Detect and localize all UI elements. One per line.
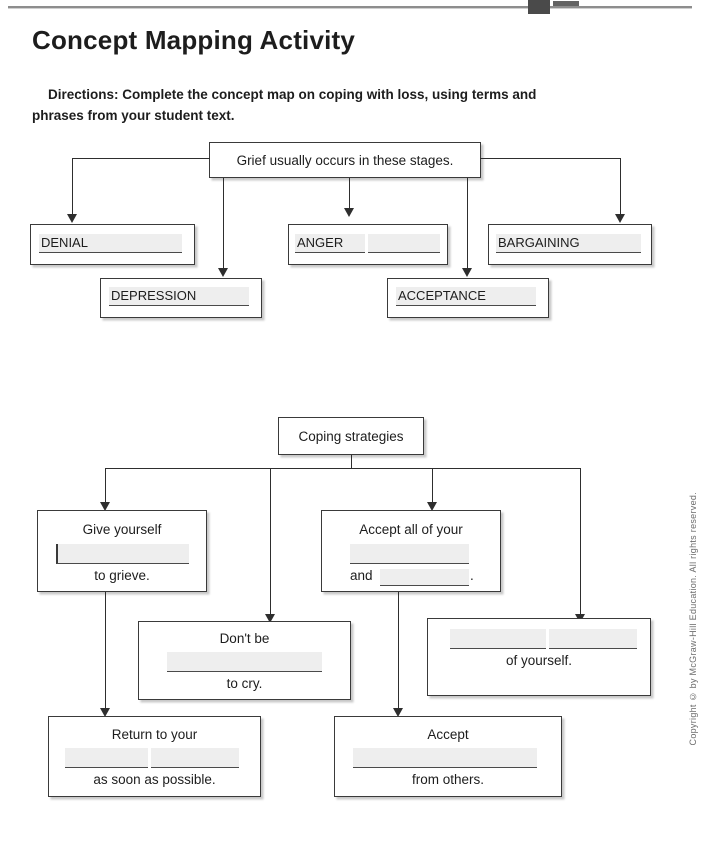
grief-bus-left <box>72 158 210 159</box>
coping-branch-give-yourself <box>105 468 106 504</box>
coping-node-dont-be: Don't be to cry. <box>138 621 351 700</box>
grief-branch-anger <box>349 178 350 210</box>
grief-blank-depression[interactable] <box>109 287 249 306</box>
coping-blank-dont-be[interactable] <box>167 652 322 672</box>
coping-blank-of-yourself-2[interactable] <box>549 629 637 649</box>
coping-dont-be-line1: Don't be <box>219 631 270 646</box>
coping-node-of-yourself: of yourself. <box>427 618 651 696</box>
coping-root-stem <box>351 455 352 468</box>
grief-node-anger: ANGER <box>288 224 448 265</box>
page-title: Concept Mapping Activity <box>32 25 356 55</box>
coping-branch-dont-be <box>270 468 271 616</box>
coping-blank-accept-all-2[interactable] <box>380 569 469 586</box>
grief-node-bargaining: BARGAINING <box>488 224 652 265</box>
coping-accept-line3: from others. <box>411 772 485 787</box>
coping-accept-all-prefix: and <box>350 568 373 583</box>
coping-arrow-accept-from-others <box>393 708 403 717</box>
coping-bus <box>105 468 581 469</box>
grief-node-depression: DEPRESSION <box>100 278 262 318</box>
coping-node-return-to-your: Return to your as soon as possible. <box>48 716 261 797</box>
coping-root-label: Coping strategies <box>298 428 404 444</box>
coping-node-accept-all: Accept all of your and . <box>321 510 501 592</box>
toolbar-tab-right-icon[interactable] <box>553 1 579 6</box>
grief-label-denial: DENIAL <box>41 235 88 250</box>
directions-line-1: Directions: Complete the concept map on … <box>48 87 469 102</box>
grief-branch-acceptance <box>467 178 468 270</box>
grief-label-depression: DEPRESSION <box>111 288 197 303</box>
grief-blank-bargaining[interactable] <box>496 234 641 253</box>
coping-of-yourself-line3: of yourself. <box>505 653 573 668</box>
top-divider-shadow <box>8 8 692 9</box>
coping-give-yourself-line3: to grieve. <box>94 568 150 583</box>
grief-label-anger: ANGER <box>297 235 344 250</box>
coping-root-node: Coping strategies <box>278 417 424 455</box>
coping-blank-give-yourself[interactable] <box>56 544 189 564</box>
grief-arrow-depression <box>218 268 228 277</box>
toolbar-tab-left-icon[interactable] <box>528 0 550 14</box>
coping-link-give-to-return <box>105 592 106 710</box>
grief-arrow-denial <box>67 214 77 223</box>
grief-root-node: Grief usually occurs in these stages. <box>209 142 481 178</box>
coping-blank-accept-all-1[interactable] <box>350 544 469 564</box>
coping-accept-line1: Accept <box>427 727 469 742</box>
grief-blank-anger-1[interactable] <box>295 234 365 253</box>
grief-arrow-bargaining <box>615 214 625 223</box>
coping-accept-all-line1: Accept all of your <box>359 522 463 537</box>
grief-root-label: Grief usually occurs in these stages. <box>236 152 454 168</box>
coping-arrow-give-yourself <box>100 502 110 511</box>
coping-arrow-dont-be <box>265 614 275 623</box>
grief-branch-depression <box>223 178 224 270</box>
coping-blank-return-2[interactable] <box>151 748 239 768</box>
coping-branch-accept-all <box>432 468 433 504</box>
coping-blank-of-yourself-1[interactable] <box>450 629 546 649</box>
grief-node-acceptance: ACCEPTANCE <box>387 278 549 318</box>
grief-arrow-acceptance <box>462 268 472 277</box>
grief-label-bargaining: BARGAINING <box>498 235 580 250</box>
coping-blank-return-1[interactable] <box>65 748 148 768</box>
coping-blank-accept-from-others[interactable] <box>353 748 537 768</box>
grief-blank-anger-2[interactable] <box>368 234 440 253</box>
coping-arrow-accept-all <box>427 502 437 511</box>
coping-branch-of-yourself <box>580 468 581 616</box>
coping-return-line3: as soon as possible. <box>93 772 216 787</box>
coping-give-yourself-line1: Give yourself <box>82 522 162 537</box>
coping-arrow-return-to-your <box>100 708 110 717</box>
directions-line-2: terms and phrases from your student text… <box>32 87 537 123</box>
coping-node-accept-from-others: Accept from others. <box>334 716 562 797</box>
copyright-notice: Copyright © by McGraw-Hill Education. Al… <box>688 492 698 746</box>
coping-dont-be-line3: to cry. <box>226 676 263 691</box>
grief-branch-denial <box>72 158 73 216</box>
grief-blank-denial[interactable] <box>39 234 182 253</box>
coping-accept-all-suffix: . <box>470 568 474 583</box>
grief-label-acceptance: ACCEPTANCE <box>398 288 486 303</box>
coping-link-acceptall-to-accept <box>398 592 399 710</box>
coping-return-line1: Return to your <box>111 727 198 742</box>
grief-node-denial: DENIAL <box>30 224 195 265</box>
directions-text: Directions: Complete the concept map on … <box>32 85 552 127</box>
grief-blank-acceptance[interactable] <box>396 287 536 306</box>
top-divider-rule <box>8 6 692 8</box>
grief-bus-right <box>480 158 621 159</box>
grief-arrow-anger <box>344 208 354 217</box>
grief-branch-bargaining <box>620 158 621 216</box>
coping-node-give-yourself: Give yourself to grieve. <box>37 510 207 592</box>
